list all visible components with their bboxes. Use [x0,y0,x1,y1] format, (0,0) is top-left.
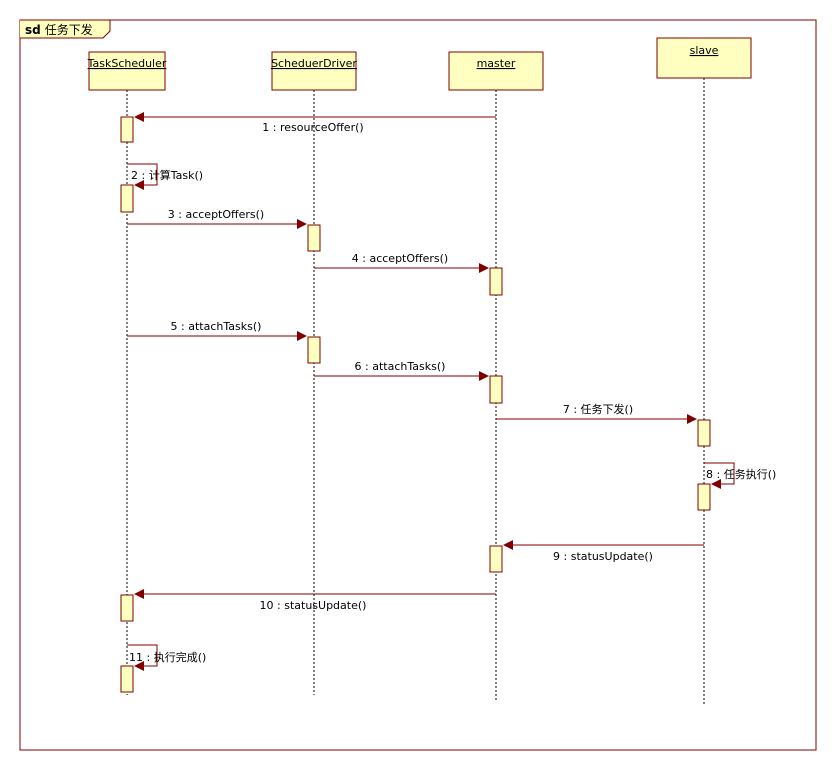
activation-bar [307,224,321,252]
lifeline-header-scheduerdriver: ScheduerDriver [271,51,357,91]
message-3: 3 : acceptOffers() [127,208,307,229]
lifeline-name: master [477,57,516,70]
frame-title: sd 任务下发 [25,22,93,37]
activation-bar [489,375,503,404]
message-label: 9 : statusUpdate() [553,550,653,563]
message-8: 8 : 任务执行() [704,462,776,489]
lifeline-name: ScheduerDriver [271,57,357,70]
activation-bar [489,545,503,573]
activation-bar [697,483,711,511]
activation-bar [120,116,134,143]
message-label: 8 : 任务执行() [706,467,776,481]
message-label: 5 : attachTasks() [171,320,262,333]
activation-bar [120,594,134,622]
lifeline-header-slave: slave [656,37,752,79]
message-5: 5 : attachTasks() [127,320,307,341]
message-6: 6 : attachTasks() [314,360,489,381]
lifeline-name: TaskScheduler [87,57,167,70]
message-label: 2 : 计算Task() [131,168,203,182]
activation-bars [120,116,711,693]
lifeline-header-taskscheduler: TaskScheduler [87,51,167,91]
message-label: 3 : acceptOffers() [168,208,264,221]
message-11: 11 : 执行完成() [127,644,206,671]
frame-name: 任务下发 [45,22,93,37]
message-label: 1 : resourceOffer() [262,121,363,134]
activation-bar [489,267,503,296]
message-1: 1 : resourceOffer() [134,112,496,134]
activation-bar [120,665,134,693]
message-4: 4 : acceptOffers() [314,252,489,273]
frame-keyword: sd [25,23,41,37]
diagram-frame: sd 任务下发 [19,19,817,751]
message-10: 10 : statusUpdate() [134,589,496,612]
activation-bar [697,419,711,447]
message-label: 7 : 任务下发() [563,402,633,416]
lifeline-name: slave [690,44,719,57]
message-9: 9 : statusUpdate() [503,540,704,563]
message-label: 10 : statusUpdate() [260,599,367,612]
messages: 1 : resourceOffer() 2 : 计算Task() 3 : acc… [127,112,776,671]
message-label: 4 : acceptOffers() [352,252,448,265]
message-7: 7 : 任务下发() [496,402,697,424]
message-label: 11 : 执行完成() [129,650,206,664]
message-label: 6 : attachTasks() [355,360,446,373]
activation-bar [307,336,321,364]
lifeline-header-master: master [448,51,544,91]
activation-bar [120,184,134,213]
message-2: 2 : 计算Task() [127,163,203,190]
lifeline-headers: TaskScheduler ScheduerDriver master slav… [87,37,752,91]
